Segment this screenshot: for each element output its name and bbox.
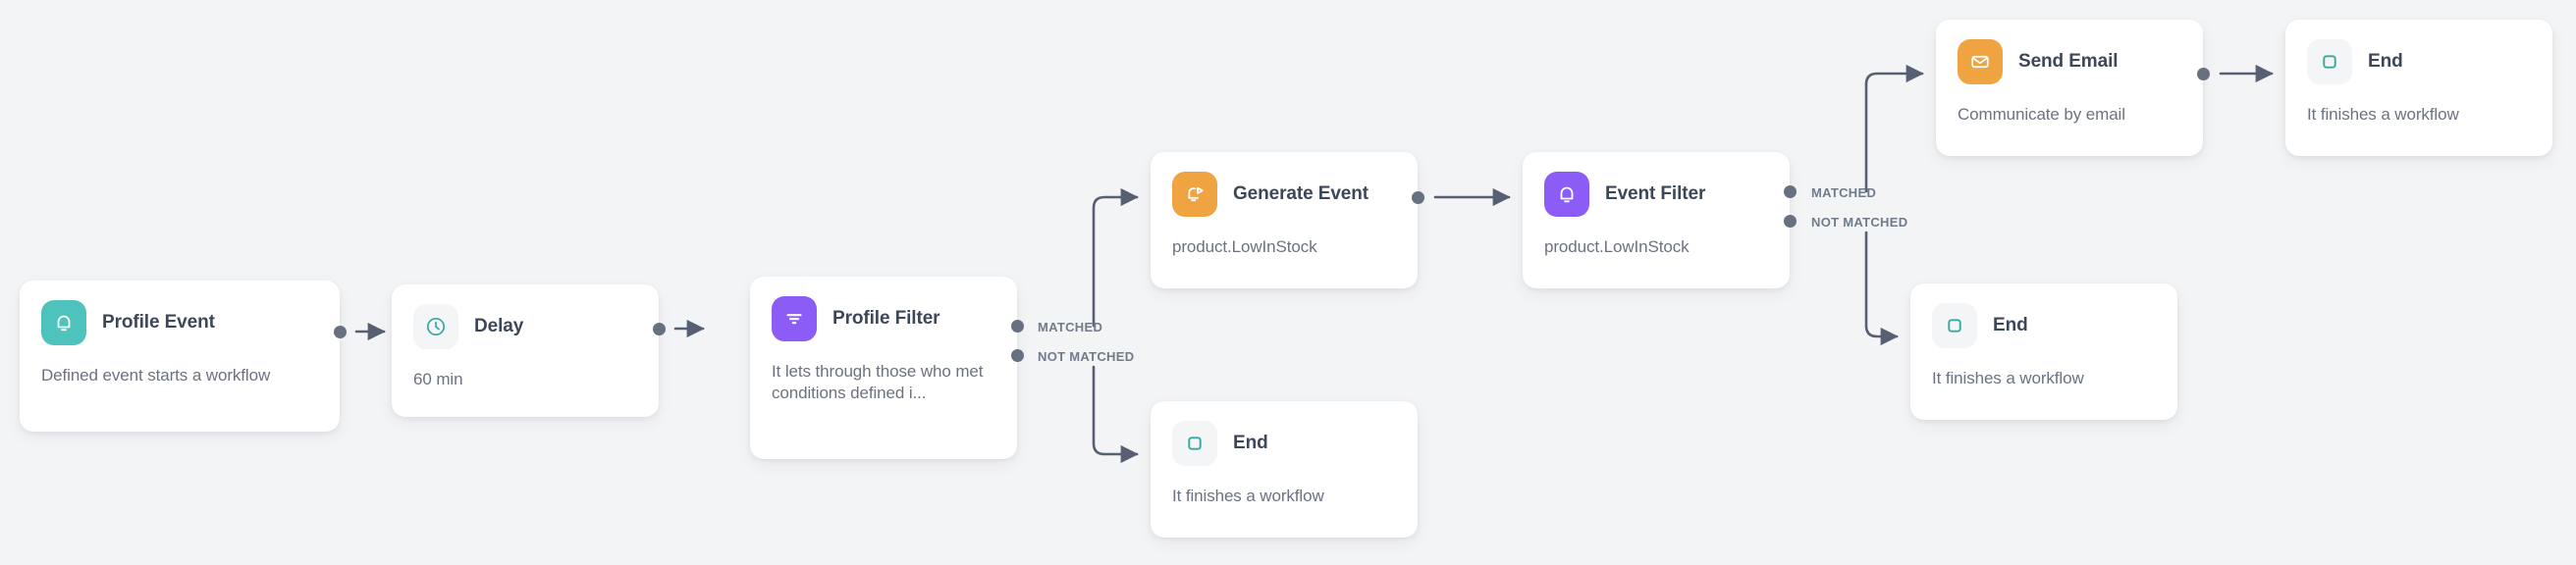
node-description: It finishes a workflow xyxy=(1932,369,2084,387)
node-description: product.LowInStock xyxy=(1172,237,1317,256)
filter-icon xyxy=(772,296,817,341)
node-description: product.LowInStock xyxy=(1544,237,1690,256)
node-description: Communicate by email xyxy=(1958,105,2125,124)
node-description: It finishes a workflow xyxy=(2307,105,2459,124)
node-title: End xyxy=(1993,315,2028,335)
node-title: End xyxy=(2368,51,2403,72)
port-output-delay[interactable] xyxy=(653,323,666,335)
node-end-top[interactable]: End It finishes a workflow xyxy=(2285,20,2552,156)
node-generate-event[interactable]: Generate Event product.LowInStock xyxy=(1151,152,1418,288)
branch-label-profile-filter-not-matched: NOT MATCHED xyxy=(1038,349,1135,364)
node-header: Profile Event xyxy=(41,300,318,345)
node-title: Send Email xyxy=(2018,51,2119,72)
branch-label-event-filter-not-matched: NOT MATCHED xyxy=(1811,215,1908,230)
edge-event-filter-matched-to-send-email xyxy=(1864,64,1924,193)
edge-profile-filter-matched-to-generate-event xyxy=(1092,187,1139,328)
node-header: Profile Filter xyxy=(772,296,995,341)
port-output-profile-event[interactable] xyxy=(334,326,347,338)
node-event-filter[interactable]: Event Filter product.LowInStock xyxy=(1523,152,1790,288)
node-header: Send Email xyxy=(1958,39,2181,84)
node-header: Delay xyxy=(413,304,637,349)
node-header: End xyxy=(2307,39,2531,84)
node-header: End xyxy=(1932,303,2156,348)
node-end-middle[interactable]: End It finishes a workflow xyxy=(1151,401,1418,538)
node-title: Generate Event xyxy=(1233,183,1368,204)
branch-label-profile-filter-matched: MATCHED xyxy=(1038,320,1103,334)
node-header: Generate Event xyxy=(1172,172,1396,217)
node-header: Event Filter xyxy=(1544,172,1768,217)
node-description: 60 min xyxy=(413,370,463,388)
node-description: Defined event starts a workflow xyxy=(41,366,271,385)
clock-icon xyxy=(413,304,458,349)
branch-label-event-filter-matched: MATCHED xyxy=(1811,185,1877,200)
edge-event-filter-not-matched-to-end-right xyxy=(1864,231,1899,346)
node-title: End xyxy=(1233,433,1268,453)
bell-play-icon xyxy=(1172,172,1217,217)
node-title: Event Filter xyxy=(1605,183,1706,204)
node-description: It finishes a workflow xyxy=(1172,487,1324,505)
node-title: Delay xyxy=(474,316,524,336)
port-output-send-email[interactable] xyxy=(2197,68,2210,80)
node-header: End xyxy=(1172,421,1396,466)
stop-square-icon xyxy=(2307,39,2352,84)
bell-icon xyxy=(1544,172,1589,217)
stop-square-icon xyxy=(1932,303,1977,348)
node-title: Profile Filter xyxy=(832,308,940,329)
node-description: It lets through those who met conditions… xyxy=(772,362,984,403)
port-output-generate-event[interactable] xyxy=(1412,191,1424,204)
node-end-right[interactable]: End It finishes a workflow xyxy=(1910,283,2177,420)
node-profile-filter[interactable]: Profile Filter It lets through those who … xyxy=(750,277,1017,459)
node-title: Profile Event xyxy=(102,312,215,333)
edge-profile-filter-not-matched-to-end-middle xyxy=(1092,365,1139,464)
port-not-matched-profile-filter[interactable] xyxy=(1011,349,1024,362)
port-matched-profile-filter[interactable] xyxy=(1011,320,1024,333)
port-not-matched-event-filter[interactable] xyxy=(1784,215,1797,228)
port-matched-event-filter[interactable] xyxy=(1784,185,1797,198)
stop-square-icon xyxy=(1172,421,1217,466)
node-delay[interactable]: Delay 60 min xyxy=(392,284,659,417)
envelope-icon xyxy=(1958,39,2003,84)
bell-icon xyxy=(41,300,86,345)
